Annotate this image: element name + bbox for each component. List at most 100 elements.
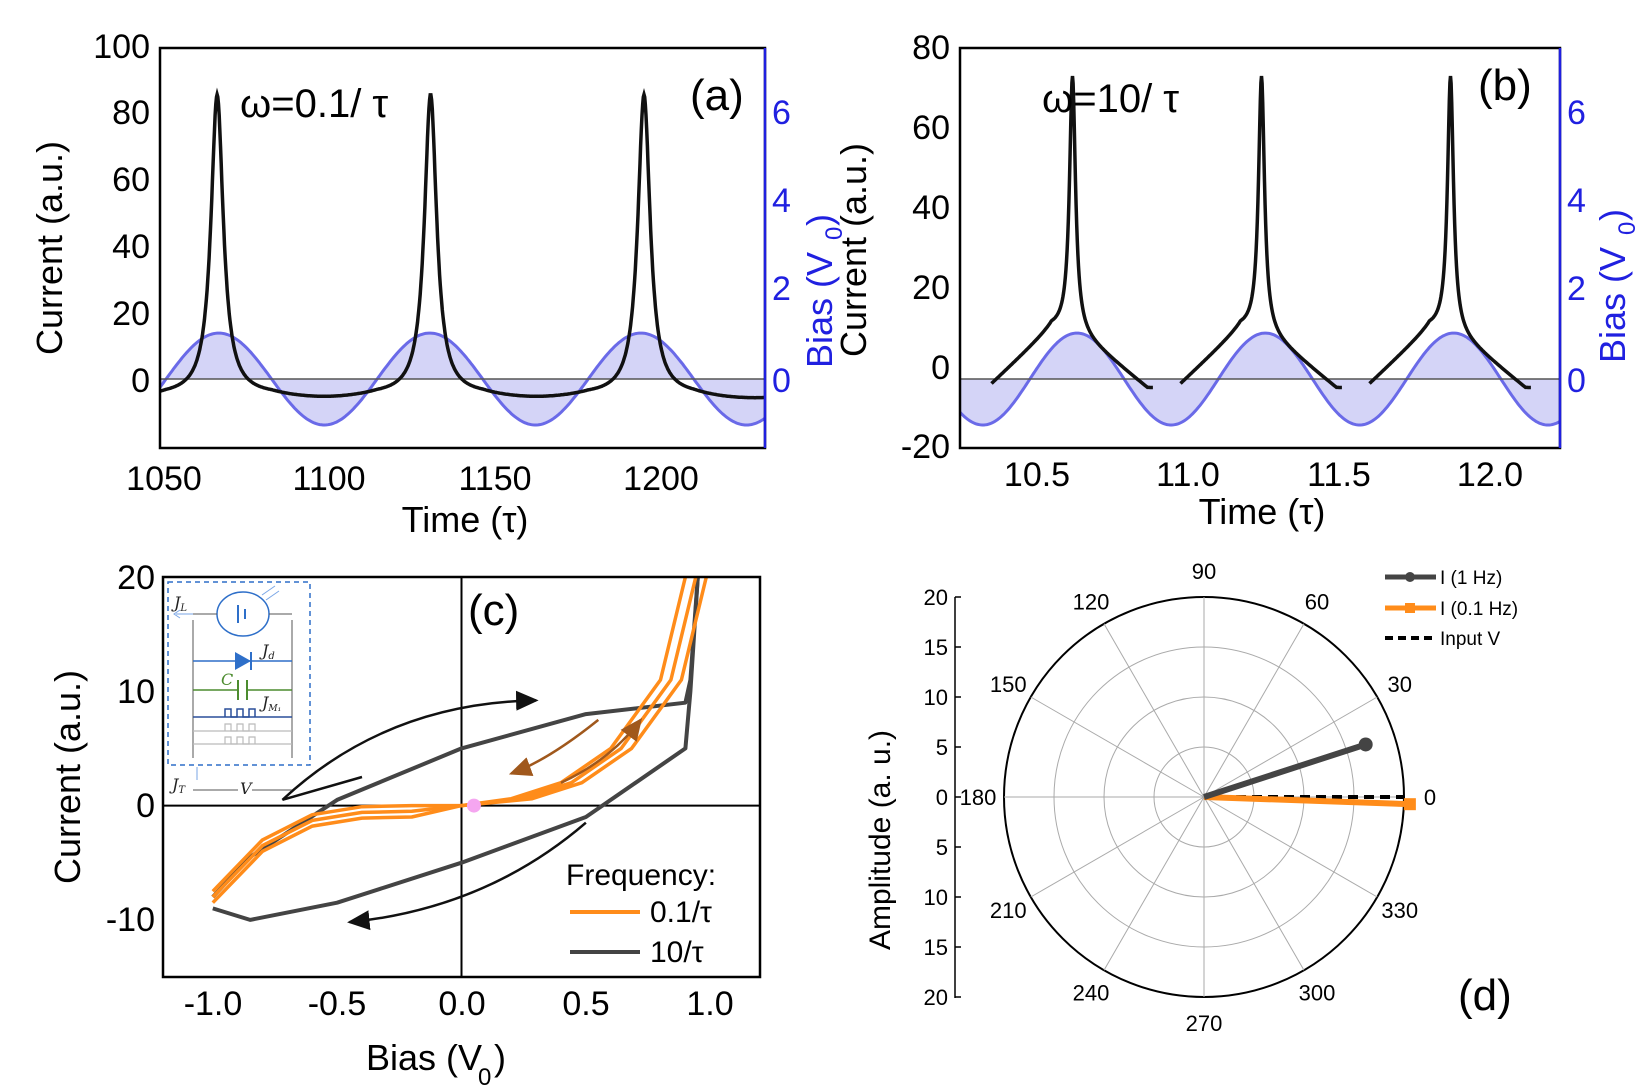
- panel-b-y-tick: 60: [912, 109, 950, 147]
- panel-a-y2-tick: 6: [772, 94, 791, 132]
- panel-b-bias-fill: [960, 333, 1560, 425]
- panel-a-y-tick: 0: [131, 362, 150, 400]
- panel-a-x-tick: 1100: [292, 460, 365, 498]
- panel-c-x-tick: -1.0: [184, 985, 243, 1023]
- panel-c-xlabel: Bias (V 0 ): [366, 1037, 506, 1089]
- panel-c-arrow-path: [282, 775, 363, 802]
- panel-d-legend-marker: [1405, 603, 1415, 613]
- panel-c-legend-title: Frequency:: [566, 859, 716, 892]
- panel-d-grid-spoke: [1030, 796, 1205, 898]
- panel-a-bias-fill: [160, 333, 765, 425]
- panel-c-y-tick: 0: [136, 787, 155, 825]
- panel-d-angle-label: 300: [1299, 981, 1336, 1006]
- panel-b-plot: [958, 75, 1561, 427]
- panel-a-annotation: ω=0.1/ τ: [240, 82, 388, 126]
- panel-d-angle-label: 180: [960, 785, 997, 810]
- panel-b-current-line: [1179, 75, 1342, 390]
- panel-b-y2label-sub: 0: [1614, 222, 1635, 235]
- panel-c-x-ticks: -1.0 -0.5 0.0 0.5 1.0: [184, 985, 734, 1023]
- panel-d-angle-label: 60: [1305, 589, 1329, 614]
- memristor-icon: [224, 723, 256, 732]
- panel-a-y2label-main: Bias (V: [799, 252, 840, 368]
- circuit-jt-label: JT: [169, 775, 186, 796]
- panel-d-angle-label: 330: [1381, 898, 1418, 923]
- panel-c-y-tick: 20: [117, 559, 155, 597]
- panel-b-xlabel: Time (τ): [1199, 491, 1326, 532]
- panel-d-legend-label: Input V: [1440, 629, 1501, 650]
- panel-d-r-tick: 5: [936, 835, 948, 860]
- panel-d-angle-label: 270: [1186, 1011, 1223, 1036]
- panel-d-angle-label: 90: [1192, 559, 1216, 584]
- panel-b-y2-ticks: 0 2 4 6: [1567, 94, 1586, 400]
- memristor-icon: [224, 708, 256, 718]
- panel-c-xlabel-sub: 0: [478, 1064, 491, 1089]
- panel-b-x-tick: 11.5: [1307, 456, 1371, 494]
- panel-d-angle-label: 210: [990, 898, 1027, 923]
- panel-b-y2-tick: 4: [1567, 182, 1586, 220]
- panel-a-y-ticks: 0 20 40 60 80 100: [93, 28, 150, 400]
- panel-d-label: (d): [1458, 971, 1512, 1020]
- panel-a-y2label: Bias (V 0 ): [799, 214, 848, 368]
- light-ray-icon: [261, 585, 276, 596]
- panel-a-y2-tick: 2: [772, 270, 791, 308]
- panel-b-current-line: [990, 75, 1153, 390]
- panel-a-plot: [158, 87, 766, 427]
- panel-d-ylabel: Amplitude (a. u.): [864, 730, 897, 950]
- panel-d-1hz-line: [1203, 741, 1367, 800]
- circuit-v-label: V: [240, 779, 253, 798]
- panel-b-y2-tick: 2: [1567, 270, 1586, 308]
- panel-c-x-tick: -0.5: [308, 985, 367, 1023]
- panel-c-origin-marker: [466, 798, 481, 813]
- panel-c-label: (c): [468, 586, 519, 635]
- panel-d-plot: [1003, 596, 1416, 998]
- panel-d-angle-label: 30: [1387, 672, 1411, 697]
- panel-d-grid-spoke: [1103, 623, 1205, 798]
- panel-b-y-tick: 0: [931, 349, 950, 387]
- panel-a-x-tick: 1150: [458, 460, 531, 498]
- panel-c-gray-lower: [212, 576, 700, 922]
- panel-a-y-tick: 40: [112, 228, 150, 266]
- panel-c: -1.0 -0.5 0.0 0.5 1.0 -10 0 10 20 Bias (…: [47, 559, 762, 1089]
- panel-b-y-ticks: -20 0 20 40 60 80: [901, 29, 950, 466]
- panel-a-y-tick: 80: [112, 94, 150, 132]
- panel-d-legend-label: I (0.1 Hz): [1440, 599, 1518, 620]
- panel-b-bias-line: [958, 331, 1561, 427]
- panel-c-arrow-brown-up: [560, 717, 643, 784]
- panel-b-y2-tick: 0: [1567, 362, 1586, 400]
- panel-d-1hz-marker: [1358, 737, 1373, 752]
- panel-c-ylabel: Current (a.u.): [47, 670, 88, 884]
- panel-c-orange-line: [211, 576, 709, 904]
- panel-a-y-tick: 100: [93, 28, 150, 66]
- panel-c-arrow-brown-down: [508, 718, 600, 777]
- panel-b-ylabel: Current (a.u.): [833, 143, 874, 357]
- panel-a-label: (a): [690, 71, 744, 120]
- panel-d-r-tick: 5: [936, 735, 948, 760]
- panel-b-y2label: Bias (V 0 ): [1592, 209, 1635, 363]
- circuit-jl-label: JL: [171, 593, 187, 614]
- panel-c-x-tick: 0.0: [438, 985, 485, 1023]
- panel-d-r-tick: 15: [924, 635, 948, 660]
- panel-d-grid-spoke: [1203, 796, 1305, 971]
- panel-a-xlabel: Time (τ): [402, 499, 529, 540]
- circuit-jm-label: JM₁: [259, 693, 281, 714]
- panel-d-grid-spoke: [1103, 796, 1205, 971]
- panel-c-x-tick: 1.0: [686, 985, 733, 1023]
- panel-a-bias-line: [158, 331, 766, 427]
- panel-b-y2label-main: Bias (V: [1592, 247, 1633, 363]
- panel-c-y-tick: 10: [117, 673, 155, 711]
- diode-icon: [235, 652, 251, 670]
- panel-d-legend: I (1 Hz) I (0.1 Hz) Input V: [1385, 568, 1518, 650]
- panel-d-r-tick: 20: [924, 585, 948, 610]
- panel-d-angle-label: 150: [990, 672, 1027, 697]
- panel-c-legend-label: 0.1/τ: [650, 896, 712, 929]
- panel-d-grid-spoke: [1203, 796, 1378, 898]
- panel-a-y2-tick: 4: [772, 182, 791, 220]
- panel-d-r-tick: 15: [924, 935, 948, 960]
- panel-d-legend-marker: [1405, 572, 1415, 582]
- panel-a: 1050 1100 1150 1200 0 20 40 60 80 100 0 …: [29, 28, 848, 540]
- panel-d-r-tick: 20: [924, 985, 948, 1010]
- memristor-icon: [224, 736, 256, 745]
- panel-c-y-ticks: -10 0 10 20: [106, 559, 155, 939]
